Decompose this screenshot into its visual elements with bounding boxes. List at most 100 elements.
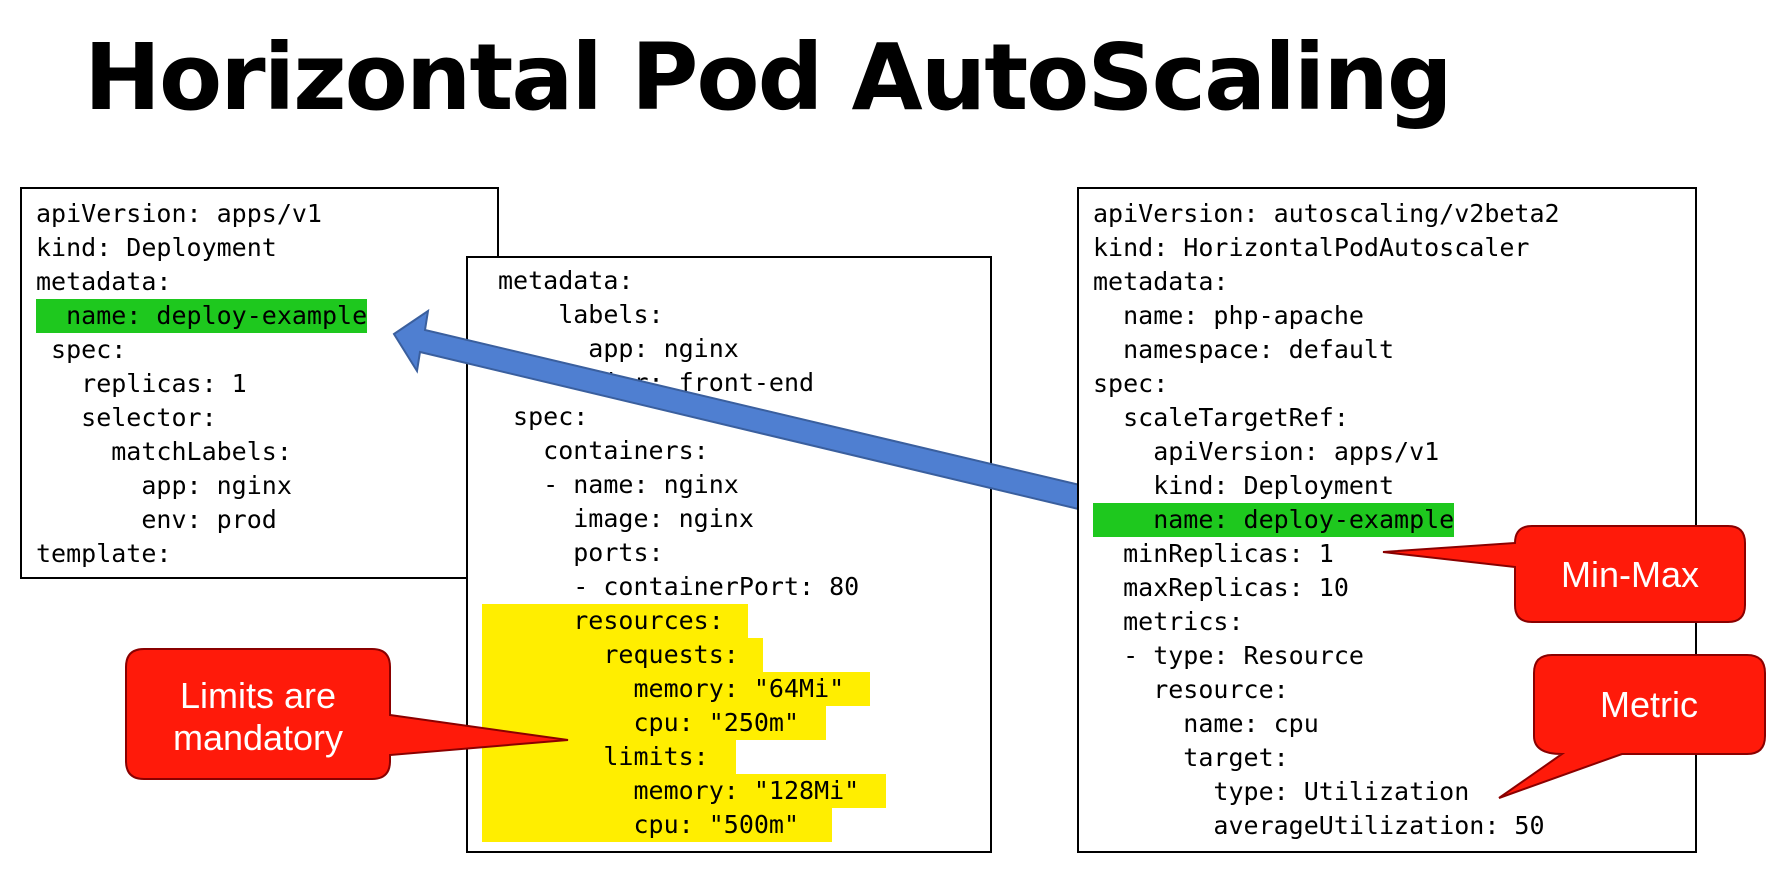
yaml-line-highlighted: limits: <box>482 740 736 774</box>
yaml-line-text: image: nginx <box>498 504 754 533</box>
yaml-line: spec: <box>1093 367 1168 401</box>
yaml-line: kind: HorizontalPodAutoscaler <box>1093 231 1530 265</box>
callout-limits-line-1: Limits are <box>180 675 336 716</box>
yaml-line-text: limits: <box>498 742 709 771</box>
yaml-line-text: spec: <box>498 402 589 431</box>
yaml-line: target: <box>1093 741 1289 775</box>
yaml-line-text: app: nginx <box>498 334 739 363</box>
yaml-line: image: nginx <box>498 502 754 536</box>
callout-limits-line-2: mandatory <box>173 717 343 758</box>
yaml-line: - type: Resource <box>1093 639 1364 673</box>
yaml-line-text: kind: HorizontalPodAutoscaler <box>1093 233 1530 262</box>
yaml-line: env: prod <box>36 503 277 537</box>
yaml-line-text: kind: Deployment <box>36 233 277 262</box>
yaml-line-highlighted: cpu: "250m" <box>482 706 826 740</box>
yaml-line-text: metrics: <box>1093 607 1244 636</box>
yaml-line-text: containers: <box>498 436 709 465</box>
yaml-line: app: nginx <box>36 469 292 503</box>
yaml-line-text: name: cpu <box>1093 709 1319 738</box>
yaml-line-highlighted: resources: <box>482 604 748 638</box>
yaml-line: - name: nginx <box>498 468 739 502</box>
yaml-line-text: app: nginx <box>36 471 292 500</box>
yaml-line: scaleTargetRef: <box>1093 401 1349 435</box>
yaml-line-text: replicas: 1 <box>36 369 247 398</box>
yaml-line: metadata: <box>498 264 633 298</box>
yaml-line: ports: <box>498 536 664 570</box>
yaml-line: spec: <box>498 400 588 434</box>
yaml-line: kind: Deployment <box>36 231 277 265</box>
yaml-line: template: <box>36 537 171 571</box>
yaml-line-text: spec: <box>1093 369 1169 398</box>
yaml-line-text: resources: <box>498 606 724 635</box>
yaml-line-text: type: Utilization <box>1093 777 1470 806</box>
yaml-line-text: name: deploy-example <box>36 299 368 333</box>
yaml-line-text: metadata: <box>36 267 172 296</box>
slide-title: Horizontal Pod AutoScaling <box>84 24 1453 131</box>
yaml-line: metadata: <box>1093 265 1228 299</box>
yaml-line: averageUtilization: 50 <box>1093 809 1545 843</box>
yaml-line-text: apiVersion: apps/v1 <box>1093 437 1440 466</box>
yaml-line-text: apiVersion: apps/v1 <box>36 199 322 228</box>
yaml-line-text: apiVersion: autoscaling/v2beta2 <box>1093 199 1560 228</box>
yaml-line: minReplicas: 1 <box>1093 537 1334 571</box>
yaml-line-text: scaleTargetRef: <box>1093 403 1349 432</box>
yaml-line: apiVersion: apps/v1 <box>36 197 322 231</box>
yaml-line-text: minReplicas: 1 <box>1093 539 1334 568</box>
yaml-line-highlighted: memory: "64Mi" <box>482 672 870 706</box>
yaml-line: name: php-apache <box>1093 299 1364 333</box>
yaml-line-text: matchLabels: <box>36 437 292 466</box>
yaml-line-highlighted: name: deploy-example <box>1093 503 1455 537</box>
yaml-line: spec: <box>36 333 126 367</box>
yaml-line: resource: <box>1093 673 1289 707</box>
yaml-line-highlighted: memory: "128Mi" <box>482 774 886 808</box>
yaml-line-text: metadata: <box>498 266 634 295</box>
yaml-line-text: labels: <box>498 300 664 329</box>
yaml-line-text: selector: <box>36 403 217 432</box>
yaml-line-text: target: <box>1093 743 1289 772</box>
yaml-line: apiVersion: autoscaling/v2beta2 <box>1093 197 1560 231</box>
yaml-line: metrics: <box>1093 605 1244 639</box>
yaml-line: namespace: default <box>1093 333 1394 367</box>
yaml-line-text: name: php-apache <box>1093 301 1364 330</box>
yaml-line-text: kind: Deployment <box>1093 471 1395 500</box>
yaml-line-text: cpu: "250m" <box>498 708 800 737</box>
yaml-line: labels: <box>498 298 664 332</box>
yaml-line: selector: <box>36 401 217 435</box>
yaml-line-text: tier: front-end <box>498 368 815 397</box>
yaml-line-text: metadata: <box>1093 267 1229 296</box>
yaml-line-text: resource: <box>1093 675 1289 704</box>
yaml-line-text: - containerPort: 80 <box>498 572 860 601</box>
yaml-line-text: memory: "64Mi" <box>498 674 845 703</box>
yaml-line-text: ports: <box>498 538 664 567</box>
yaml-line: replicas: 1 <box>36 367 247 401</box>
yaml-line-text: name: deploy-example <box>1093 503 1455 537</box>
yaml-line: - containerPort: 80 <box>498 570 859 604</box>
yaml-line-text: cpu: "500m" <box>498 810 800 839</box>
deployment-yaml-box: apiVersion: apps/v1 kind: Deployment metad… <box>20 187 499 579</box>
yaml-line-text: memory: "128Mi" <box>498 776 860 805</box>
yaml-line: metadata: <box>36 265 171 299</box>
yaml-line-text: template: <box>36 539 172 568</box>
yaml-line-text: namespace: default <box>1093 335 1395 364</box>
yaml-line: type: Utilization <box>1093 775 1469 809</box>
yaml-line-highlighted: requests: <box>482 638 763 672</box>
yaml-line-text: - type: Resource <box>1093 641 1364 670</box>
yaml-line-highlighted: cpu: "500m" <box>482 808 832 842</box>
yaml-line: kind: Deployment <box>1093 469 1394 503</box>
hpa-yaml-box: apiVersion: autoscaling/v2beta2 kind: Hor… <box>1077 187 1697 853</box>
yaml-line-text: requests: <box>498 640 739 669</box>
yaml-line: name: cpu <box>1093 707 1319 741</box>
yaml-line: containers: <box>498 434 709 468</box>
yaml-line-text: env: prod <box>36 505 277 534</box>
yaml-line: matchLabels: <box>36 435 292 469</box>
yaml-line-text: spec: <box>36 335 127 364</box>
yaml-line-text: - name: nginx <box>498 470 739 499</box>
yaml-line-text: maxReplicas: 10 <box>1093 573 1349 602</box>
yaml-line: tier: front-end <box>498 366 814 400</box>
yaml-line: apiVersion: apps/v1 <box>1093 435 1439 469</box>
yaml-line-text: averageUtilization: 50 <box>1093 811 1545 840</box>
pod-template-yaml-box: metadata: labels: app: nginx tier: front… <box>466 256 992 853</box>
yaml-line-highlighted: name: deploy-example <box>36 299 368 333</box>
yaml-line: maxReplicas: 10 <box>1093 571 1349 605</box>
yaml-line: app: nginx <box>498 332 739 366</box>
